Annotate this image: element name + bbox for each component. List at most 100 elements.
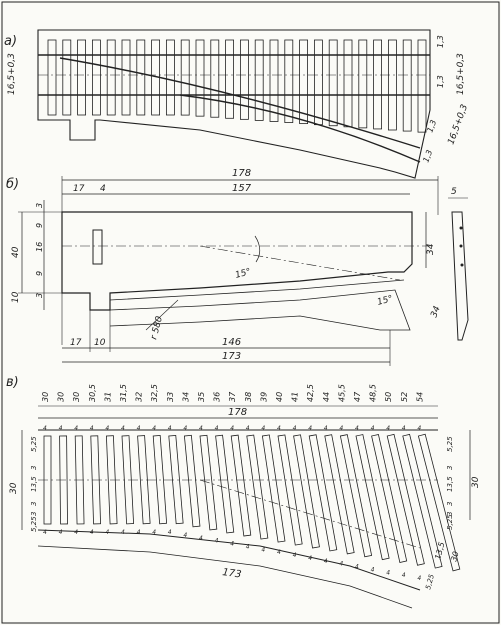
c-right-525-b: 5,25 xyxy=(446,514,454,530)
c-tie-length-label: 39 xyxy=(259,392,268,402)
a-tie xyxy=(210,39,220,118)
c-tie-length-label: 42,5 xyxy=(306,384,315,402)
angle-15-a: 15° xyxy=(234,267,252,281)
c-gap-label: 4 xyxy=(355,425,359,432)
dim-178: 178 xyxy=(232,168,251,179)
dim-bot-17: 17 xyxy=(70,338,82,348)
a-tie xyxy=(121,39,131,116)
a-tie xyxy=(47,39,57,116)
slot-rect xyxy=(92,229,103,265)
c-tie-length-label: 33 xyxy=(166,392,175,402)
side-hole-3 xyxy=(460,263,464,267)
c-tie xyxy=(417,433,461,572)
angle-line xyxy=(199,245,401,281)
c-tie xyxy=(152,435,168,525)
a-tie xyxy=(269,39,279,122)
a-tie xyxy=(313,39,323,126)
c-gap-label-bottom: 4 xyxy=(277,549,281,556)
c-tie xyxy=(339,434,373,558)
c-right-3-c: 3 xyxy=(446,512,454,516)
c-tie-length-label: 31,5 xyxy=(119,384,128,402)
c-right-525-a: 5,25 xyxy=(446,436,454,452)
dim-9-a: 9 xyxy=(35,223,44,228)
c-tie-length-label: 50 xyxy=(384,392,393,402)
c-gap-label-bottom: 4 xyxy=(168,529,172,536)
c-dim-173: 173 xyxy=(222,567,242,581)
a-tie xyxy=(373,39,383,130)
a-tie xyxy=(299,39,309,125)
c-gap-label-bottom: 4 xyxy=(121,529,125,536)
a-tie xyxy=(92,39,101,116)
c-gap-label: 4 xyxy=(261,425,265,432)
c-tie-length-label: 45,5 xyxy=(337,384,346,402)
c-gap-label: 4 xyxy=(152,425,156,432)
dim-34-top: 34 xyxy=(426,243,436,255)
c-gap-label-bottom: 4 xyxy=(386,569,390,576)
c-right-3-a: 3 xyxy=(446,466,454,470)
c-gap-label-bottom: 4 xyxy=(417,575,421,582)
dim-157: 157 xyxy=(232,183,252,194)
a-tie xyxy=(195,39,205,117)
panel-c-ties: 4444444444444444444444444444444444444444… xyxy=(43,425,461,582)
a-tie xyxy=(106,39,116,116)
c-tie xyxy=(137,435,151,525)
c-dim-line-173 xyxy=(37,545,413,609)
panel-a-outline xyxy=(37,29,431,179)
a-tie xyxy=(165,39,175,116)
panel-label-b: б) xyxy=(6,177,19,192)
a-tie xyxy=(284,39,294,123)
c-gap-label-bottom: 4 xyxy=(137,529,141,536)
dim-40: 40 xyxy=(11,246,21,258)
c-gap-label: 4 xyxy=(417,425,421,432)
a-tie xyxy=(358,39,368,129)
c-gap-label: 4 xyxy=(277,425,281,432)
c-tie xyxy=(183,434,201,528)
c-gap-label-bottom: 4 xyxy=(293,552,297,559)
c-tie-length-label: 30 xyxy=(72,392,81,402)
c-tie-length-label: 32,5 xyxy=(150,384,159,402)
c-gap-label: 4 xyxy=(308,425,312,432)
c-tie-length-label: 34 xyxy=(181,392,190,402)
dim-bot-10: 10 xyxy=(94,338,106,348)
panel-a-ties xyxy=(47,39,427,133)
c-tie-length-label: 36 xyxy=(213,392,222,402)
sleeper-outline xyxy=(61,211,413,311)
a-right-top-dim: 1,3 xyxy=(436,35,445,48)
angle-15-b: 15° xyxy=(376,294,394,308)
c-gap-label: 4 xyxy=(246,425,250,432)
a-tie xyxy=(402,39,412,132)
c-gap-label-bottom: 4 xyxy=(183,532,187,539)
side-hole-2 xyxy=(459,244,463,248)
a-rail-diverge-2 xyxy=(179,94,421,163)
c-tie-length-label: 30 xyxy=(41,392,50,402)
c-tie xyxy=(324,434,355,555)
panel-a: а) 16,5+0,3 1,3 16,5+0,3 1,3 16,5+0,3 1,… xyxy=(4,29,470,179)
c-left-30: 30 xyxy=(9,482,19,494)
a-tie xyxy=(387,39,397,131)
c-br-525: 5,25 xyxy=(424,573,436,591)
c-gap-label: 4 xyxy=(199,425,203,432)
c-gap-label-bottom: 4 xyxy=(246,543,250,550)
c-br-135: 13,5 xyxy=(433,541,446,561)
c-tie xyxy=(277,434,303,546)
c-tie xyxy=(246,434,269,540)
c-tie-length-label: 54 xyxy=(415,392,424,402)
a-tie xyxy=(239,39,249,120)
c-left-3-a: 3 xyxy=(30,466,38,470)
a-tie xyxy=(62,39,72,116)
angle-arc xyxy=(254,235,261,263)
c-gap-label: 4 xyxy=(90,425,94,432)
c-tie-length-label: 35 xyxy=(197,392,206,402)
sleeper-curve-inner xyxy=(109,279,405,301)
c-tie-length-label: 41 xyxy=(291,392,300,402)
a-tie xyxy=(343,39,353,128)
a-tie xyxy=(77,39,86,116)
c-br-30: 30 xyxy=(449,550,460,562)
c-gap-label: 4 xyxy=(215,425,219,432)
dim-bot-173: 173 xyxy=(222,351,241,362)
c-tie-length-label: 47 xyxy=(353,391,362,402)
